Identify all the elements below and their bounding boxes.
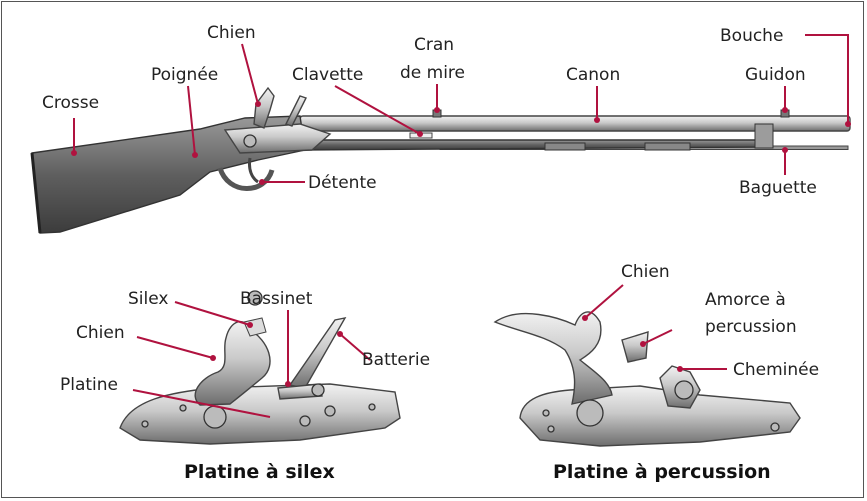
perc-dot bbox=[771, 423, 779, 431]
plate-dot bbox=[369, 404, 375, 410]
label-flint-chien: Chien bbox=[76, 323, 125, 343]
label-crosse: Crosse bbox=[42, 93, 99, 113]
label-guidon: Guidon bbox=[745, 65, 806, 85]
label-amorce-line1: Amorce à bbox=[705, 290, 786, 310]
label-poignee: Poignée bbox=[151, 65, 218, 85]
musket bbox=[32, 88, 850, 233]
label-cran-line2: de mire bbox=[400, 63, 465, 83]
label-chien: Chien bbox=[207, 23, 256, 43]
label-cran-line1: Cran bbox=[414, 35, 454, 55]
flintlock-caption: Platine à silex bbox=[184, 461, 335, 483]
percussion-cap bbox=[622, 332, 648, 362]
label-baguette: Baguette bbox=[739, 178, 817, 198]
label-canon: Canon bbox=[566, 65, 620, 85]
plate-dot bbox=[180, 405, 186, 411]
label-bassinet: Bassinet bbox=[240, 289, 313, 309]
label-amorce-line2: percussion bbox=[705, 317, 797, 337]
perc-screw-main bbox=[577, 400, 603, 426]
label-batterie: Batterie bbox=[362, 350, 430, 370]
flintlock-lock bbox=[120, 291, 400, 444]
plate-screw-main bbox=[204, 406, 226, 428]
lock-screw bbox=[244, 135, 256, 147]
plate-screw bbox=[325, 406, 335, 416]
barrel-band bbox=[545, 143, 585, 150]
percussion-caption: Platine à percussion bbox=[553, 461, 771, 483]
perc-lock-plate bbox=[520, 386, 800, 446]
label-perc-chien: Chien bbox=[621, 262, 670, 282]
label-detente: Détente bbox=[308, 173, 377, 193]
nipple-screw bbox=[675, 381, 693, 399]
label-clavette: Clavette bbox=[292, 65, 363, 85]
batterie bbox=[290, 318, 345, 388]
perc-hammer bbox=[495, 312, 612, 404]
perc-dot bbox=[543, 410, 549, 416]
plate-dot bbox=[142, 421, 148, 427]
barrel-band bbox=[645, 143, 690, 150]
perc-dot bbox=[548, 426, 554, 432]
label-platine: Platine bbox=[60, 375, 118, 395]
label-cheminee: Cheminée bbox=[733, 360, 819, 380]
flint-lock-plate bbox=[120, 384, 400, 444]
label-bouche: Bouche bbox=[720, 26, 783, 46]
plate-screw bbox=[312, 384, 324, 396]
lock-plate bbox=[225, 124, 330, 153]
trigger-guard bbox=[220, 168, 272, 189]
nose-cap bbox=[755, 124, 773, 148]
label-silex: Silex bbox=[128, 289, 168, 309]
plate-screw bbox=[300, 416, 310, 426]
